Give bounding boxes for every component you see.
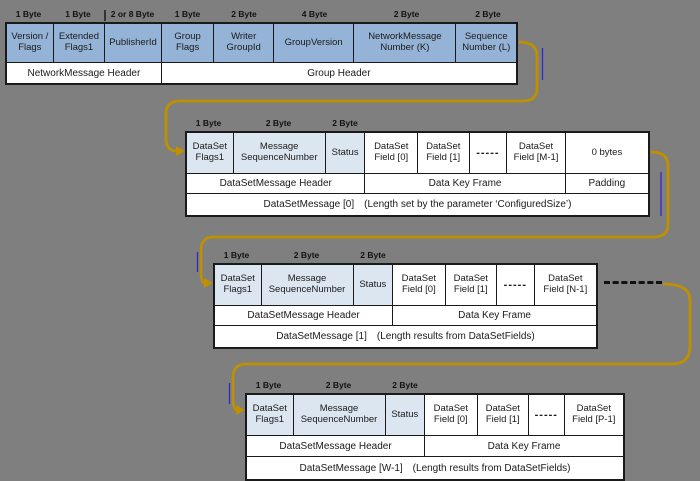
field-cell-0-bytes: 0 bytes bbox=[565, 133, 649, 173]
byte-label: 4 Byte bbox=[301, 9, 328, 19]
field-cell-message-sequencenumber: Message SequenceNumber bbox=[233, 133, 326, 173]
field-cell-sequence-number: Sequence Number (L) bbox=[456, 24, 516, 62]
field-cell-dataset-flags1: DataSet Flags1 bbox=[247, 395, 294, 435]
field-cell-dataset-field-m1: DataSet Field [M-1] bbox=[507, 133, 566, 173]
footer-label: DataSetMessage [W-1] bbox=[299, 462, 403, 474]
field-cell-dataset-flags1: DataSet Flags1 bbox=[215, 265, 262, 305]
datasetmessage0-header-row: DataSetMessage Header Data Key Frame Pad… bbox=[187, 173, 648, 193]
datasetmessage0-footer-row: DataSetMessage [0] (Length set by the pa… bbox=[187, 193, 648, 215]
byte-label: 1 Byte bbox=[223, 250, 250, 260]
field-cell-dataset-field-1: DataSet Field [1] bbox=[418, 133, 470, 173]
byte-label: 1 Byte bbox=[255, 380, 282, 390]
field-cell-dataset-field-p1: DataSet Field [P-1] bbox=[564, 395, 623, 435]
section-data-key-frame: Data Key Frame bbox=[425, 436, 623, 456]
byte-label: 1 Byte bbox=[174, 9, 201, 19]
byte-label: 2 Byte bbox=[360, 250, 386, 260]
field-cell-dataset-field-n1: DataSet Field [N-1] bbox=[534, 265, 596, 305]
field-cell-dataset-field-1: DataSet Field [1] bbox=[477, 395, 529, 435]
footer-note: (Length results from DataSetFields) bbox=[376, 331, 535, 342]
datasetmessageW-fields-row: DataSet Flags1 Message SequenceNumber St… bbox=[247, 395, 623, 435]
datasetmessage1-block: DataSet Flags1 Message SequenceNumber St… bbox=[213, 263, 598, 349]
section-datasetmessage-header: DataSetMessage Header bbox=[247, 436, 426, 456]
datasetmessageW-footer-row: DataSetMessage [W-1] (Length results fro… bbox=[247, 456, 623, 479]
datasetmessage0-fields-row: DataSet Flags1 Message SequenceNumber St… bbox=[187, 133, 649, 173]
field-cell-dataset-field-1: DataSet Field [1] bbox=[445, 265, 498, 305]
field-cell-ellipsis: ----- bbox=[497, 265, 535, 305]
byte-label: 2 Byte bbox=[392, 380, 418, 390]
field-cell-dataset-field-0: DataSet Field [0] bbox=[425, 395, 478, 435]
field-cell-status: Status bbox=[353, 265, 394, 305]
byte-label: 2 Byte bbox=[265, 118, 292, 128]
field-cell-version-flags: Version / Flags bbox=[7, 24, 54, 62]
byte-label: 2 Byte bbox=[332, 118, 358, 128]
field-cell-message-sequencenumber: Message SequenceNumber bbox=[261, 265, 354, 305]
datasetmessage1-header-row: DataSetMessage Header Data Key Frame bbox=[215, 305, 596, 325]
datasetmessage0-block: DataSet Flags1 Message SequenceNumber St… bbox=[185, 131, 650, 217]
datasetmessage1-fields-row: DataSet Flags1 Message SequenceNumber St… bbox=[215, 265, 596, 305]
section-data-key-frame: Data Key Frame bbox=[393, 306, 596, 325]
byte-boundary-tick bbox=[104, 10, 106, 21]
connector-1-arrow-icon bbox=[176, 146, 185, 156]
footer-note: (Length results from DataSetFields) bbox=[412, 462, 571, 474]
section-networkmessage-header: NetworkMessage Header bbox=[7, 63, 162, 83]
byte-label: 2 Byte bbox=[475, 9, 501, 19]
field-cell-group-flags: Group Flags bbox=[161, 24, 215, 62]
network-message-byte-labels: 1 Byte 1 Byte 2 or 8 Byte 1 Byte 2 Byte … bbox=[5, 9, 518, 19]
field-cell-status: Status bbox=[385, 395, 426, 435]
field-cell-publisherid: PublisherId bbox=[105, 24, 162, 62]
field-cell-groupversion: GroupVersion bbox=[273, 24, 355, 62]
network-message-fields-row: Version / Flags Extended Flags1 Publishe… bbox=[7, 24, 516, 62]
datasetmessageW-block: DataSet Flags1 Message SequenceNumber St… bbox=[245, 393, 625, 481]
datasetmessage0-byte-labels: 1 Byte 2 Byte 2 Byte bbox=[185, 118, 650, 128]
connector-3-arrow-icon bbox=[236, 405, 245, 415]
datasetmessageW-byte-labels: 1 Byte 2 Byte 2 Byte bbox=[245, 380, 625, 390]
continuation-dashed-line bbox=[604, 281, 662, 284]
connector-2-arrow-icon bbox=[204, 278, 213, 288]
byte-label: 1 Byte bbox=[65, 9, 91, 19]
footer-label: DataSetMessage [1] bbox=[276, 331, 367, 342]
datasetmessageW-header-row: DataSetMessage Header Data Key Frame bbox=[247, 435, 623, 456]
datasetmessage1-footer-row: DataSetMessage [1] (Length results from … bbox=[215, 325, 596, 347]
section-group-header: Group Header bbox=[161, 63, 516, 83]
network-message-header-row: NetworkMessage Header Group Header bbox=[7, 62, 516, 83]
field-cell-status: Status bbox=[325, 133, 366, 173]
section-datasetmessage-header: DataSetMessage Header bbox=[215, 306, 394, 325]
datasetmessage1-byte-labels: 1 Byte 2 Byte 2 Byte bbox=[213, 250, 598, 260]
byte-label: 2 Byte bbox=[293, 250, 320, 260]
byte-label: 2 Byte bbox=[231, 9, 257, 19]
section-padding: Padding bbox=[565, 174, 648, 193]
field-cell-extended-flags1: Extended Flags1 bbox=[53, 24, 106, 62]
byte-label: 1 Byte bbox=[15, 9, 42, 19]
field-cell-ellipsis: ----- bbox=[469, 133, 508, 173]
field-cell-writer-groupid: Writer GroupId bbox=[214, 24, 274, 62]
byte-label: 1 Byte bbox=[195, 118, 222, 128]
footer-label: DataSetMessage [0] bbox=[263, 199, 355, 210]
byte-label: 2 Byte bbox=[325, 380, 352, 390]
field-cell-networkmessage-number: NetworkMessage Number (K) bbox=[354, 24, 457, 62]
network-message-block: Version / Flags Extended Flags1 Publishe… bbox=[5, 22, 518, 85]
footer-note: (Length set by the parameter ‘Configured… bbox=[364, 199, 572, 210]
field-cell-message-sequencenumber: Message SequenceNumber bbox=[293, 395, 386, 435]
byte-label: 2 Byte bbox=[393, 9, 420, 19]
field-cell-dataset-flags1: DataSet Flags1 bbox=[187, 133, 234, 173]
field-cell-dataset-field-0: DataSet Field [0] bbox=[365, 133, 418, 173]
section-datasetmessage-header: DataSetMessage Header bbox=[187, 174, 366, 193]
byte-label: 2 or 8 Byte bbox=[110, 9, 155, 19]
field-cell-ellipsis: ----- bbox=[528, 395, 565, 435]
field-cell-dataset-field-0: DataSet Field [0] bbox=[393, 265, 446, 305]
section-data-key-frame: Data Key Frame bbox=[365, 174, 566, 193]
